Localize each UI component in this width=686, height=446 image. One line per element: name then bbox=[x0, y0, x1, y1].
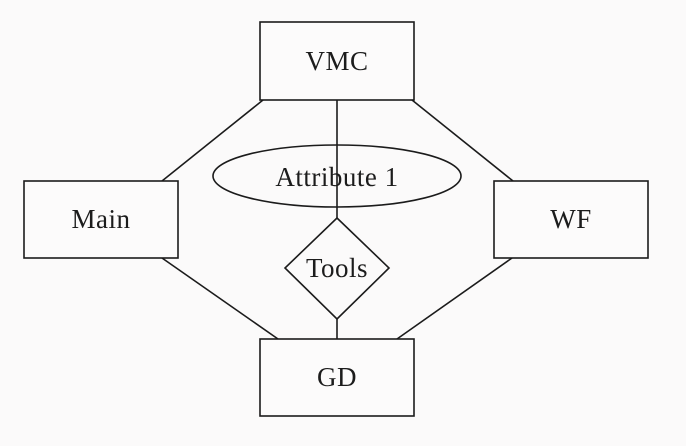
edge-vmc-wf bbox=[411, 99, 514, 182]
node-tools-shape bbox=[283, 216, 391, 321]
node-wf-shape bbox=[493, 180, 649, 259]
node-vmc-shape bbox=[259, 21, 415, 101]
node-main-shape bbox=[23, 180, 179, 259]
edge-vmc-main bbox=[161, 99, 264, 182]
edge-main-gd bbox=[161, 257, 279, 340]
edge-wf-gd bbox=[396, 257, 513, 340]
node-attribute1-shape bbox=[212, 144, 462, 208]
node-gd-shape bbox=[259, 338, 415, 417]
